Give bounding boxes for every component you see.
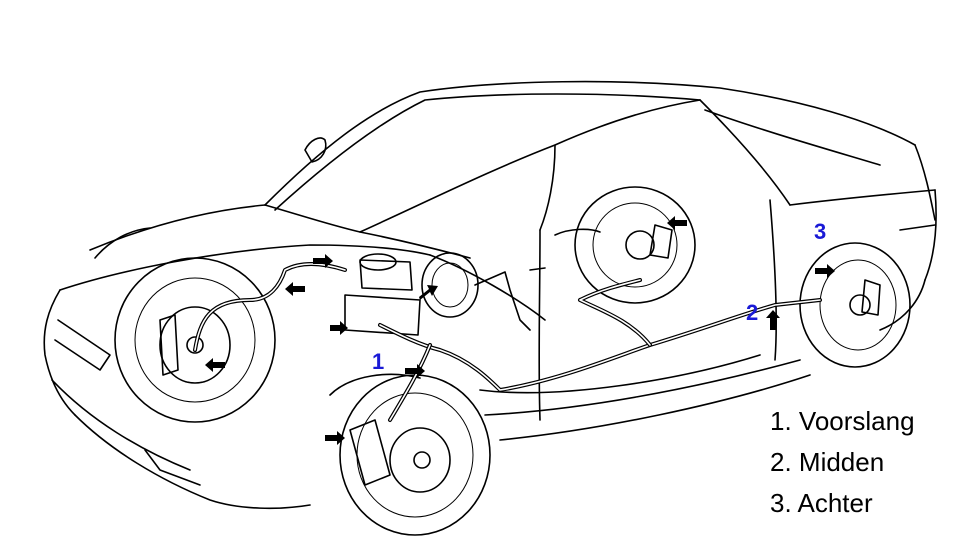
legend-item-2: 2. Midden <box>770 447 885 477</box>
front-right-wheel <box>329 373 491 536</box>
car-body-outline <box>43 80 937 510</box>
rear-right-wheel <box>799 242 911 368</box>
legend: 1. Voorslang 2. Midden 3. Achter <box>770 404 915 527</box>
callout-2: 2 <box>746 300 759 325</box>
legend-item-3: 3. Achter <box>770 488 873 518</box>
front-left-wheel <box>114 257 276 423</box>
rear-left-wheel <box>574 186 696 304</box>
legend-item-1: 1. Voorslang <box>770 406 915 436</box>
callout-3: 3 <box>814 219 827 244</box>
master-cylinder-and-booster <box>344 252 531 336</box>
callout-1: 1 <box>372 349 385 374</box>
brake-lines <box>193 262 822 422</box>
flow-arrows <box>205 216 835 445</box>
